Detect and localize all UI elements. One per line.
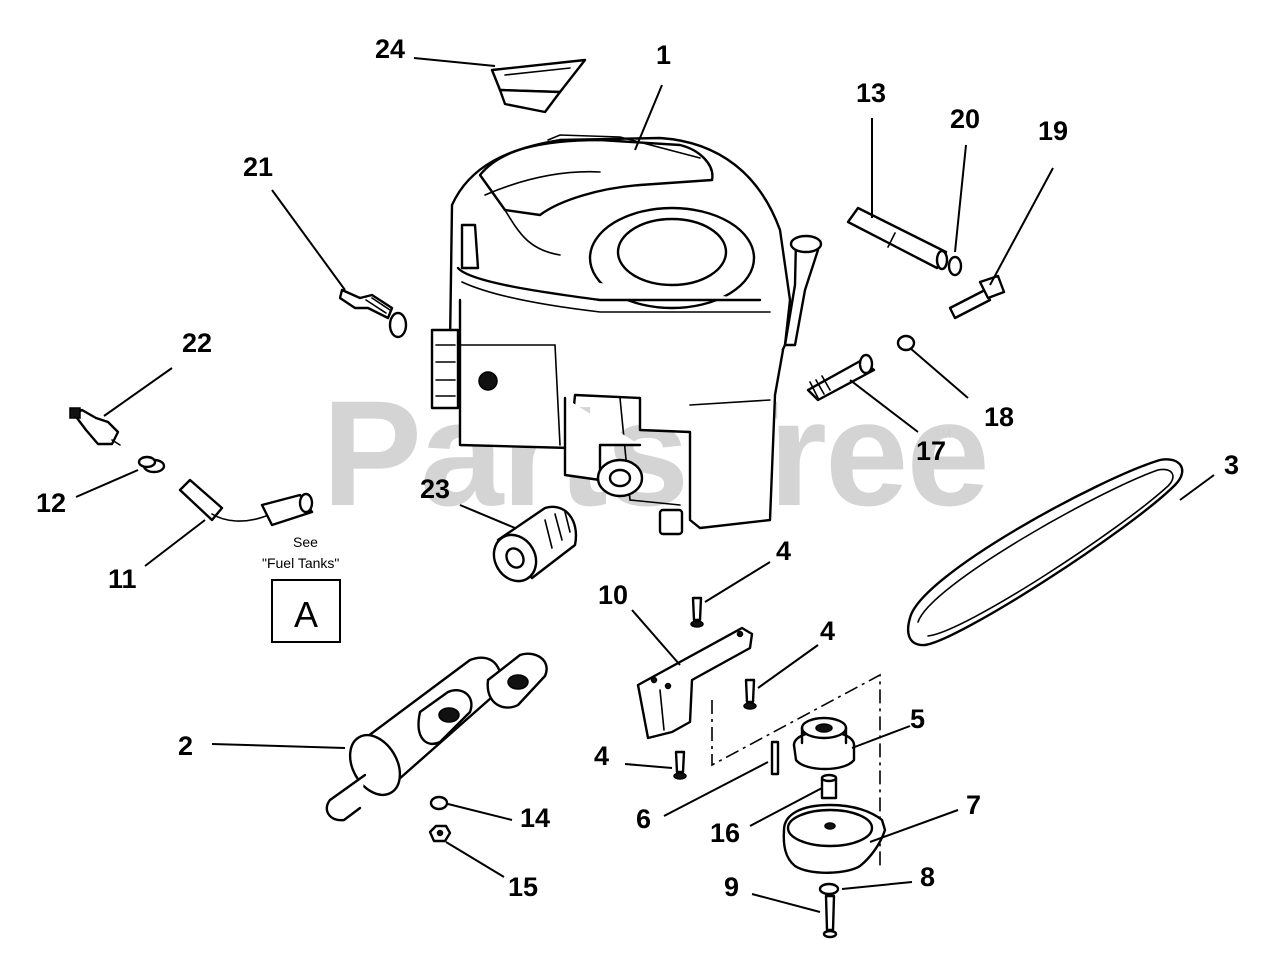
callout-17[interactable]: 17 xyxy=(916,436,946,466)
screw-part-b[interactable] xyxy=(743,678,757,710)
callout-3[interactable]: 3 xyxy=(1224,450,1239,480)
callout-13[interactable]: 13 xyxy=(856,78,886,108)
drain-elbow-part[interactable] xyxy=(948,274,1006,320)
pulley-part[interactable] xyxy=(792,716,856,771)
spacer-part[interactable] xyxy=(820,773,838,800)
idler-pulley-part[interactable] xyxy=(782,803,887,874)
screw-part-c[interactable] xyxy=(673,750,687,780)
callout-10[interactable]: 10 xyxy=(598,580,628,610)
fuel-hose-part[interactable] xyxy=(178,478,314,527)
callout-5[interactable]: 5 xyxy=(910,704,925,734)
engine-part[interactable] xyxy=(430,134,823,536)
drive-belt-part[interactable] xyxy=(906,458,1184,647)
shaft-key-part[interactable] xyxy=(770,740,780,776)
mounting-bracket-part[interactable] xyxy=(636,626,754,740)
callout-4-low[interactable]: 4 xyxy=(594,741,609,771)
callout-8[interactable]: 8 xyxy=(920,862,935,892)
reference-target-text: "Fuel Tanks" xyxy=(262,555,339,571)
callout-16[interactable]: 16 xyxy=(710,818,740,848)
callout-21[interactable]: 21 xyxy=(243,152,273,182)
fuel-filter-part[interactable] xyxy=(69,407,121,446)
oil-filter-part[interactable] xyxy=(486,505,578,589)
reference-see-text: See xyxy=(293,534,318,550)
alignment-line xyxy=(711,673,881,870)
callout-15[interactable]: 15 xyxy=(508,872,538,902)
callout-19[interactable]: 19 xyxy=(1038,116,1068,146)
drain-tube-part[interactable] xyxy=(846,206,949,271)
dipstick-tube-part[interactable] xyxy=(806,353,876,402)
screw-part-a[interactable] xyxy=(690,596,704,628)
nut-part[interactable] xyxy=(428,824,452,843)
washer-part[interactable] xyxy=(818,882,840,896)
reference-box-label: A xyxy=(294,594,318,635)
callout-22[interactable]: 22 xyxy=(182,328,212,358)
callout-9[interactable]: 9 xyxy=(724,872,739,902)
o-ring-part[interactable] xyxy=(947,255,963,277)
air-filter-part[interactable] xyxy=(490,58,587,114)
callout-6[interactable]: 6 xyxy=(636,804,651,834)
callout-24[interactable]: 24 xyxy=(375,34,405,64)
oil-sensor-part[interactable] xyxy=(338,288,408,339)
callout-23[interactable]: 23 xyxy=(420,474,450,504)
callout-18[interactable]: 18 xyxy=(984,402,1014,432)
muffler-part[interactable] xyxy=(325,652,548,822)
callout-11[interactable]: 11 xyxy=(108,564,137,594)
callout-numbers: 24 1 21 22 12 11 13 20 19 18 17 3 23 4 1… xyxy=(36,34,1239,902)
leader-lines xyxy=(75,57,1215,913)
watermark-trademark: TM xyxy=(934,427,951,441)
lock-washer-part[interactable] xyxy=(429,795,449,811)
reference-box[interactable] xyxy=(271,579,341,643)
hose-clamp-part[interactable] xyxy=(137,455,166,474)
callout-7[interactable]: 7 xyxy=(966,790,981,820)
callout-1[interactable]: 1 xyxy=(656,40,671,70)
callout-4-top[interactable]: 4 xyxy=(776,536,791,566)
callout-2[interactable]: 2 xyxy=(178,731,193,761)
plug-part[interactable] xyxy=(896,334,916,352)
callout-12[interactable]: 12 xyxy=(36,488,66,518)
bolt-part[interactable] xyxy=(822,894,838,939)
callout-4-mid[interactable]: 4 xyxy=(820,616,835,646)
callout-20[interactable]: 20 xyxy=(950,104,980,134)
callout-14[interactable]: 14 xyxy=(520,803,550,833)
